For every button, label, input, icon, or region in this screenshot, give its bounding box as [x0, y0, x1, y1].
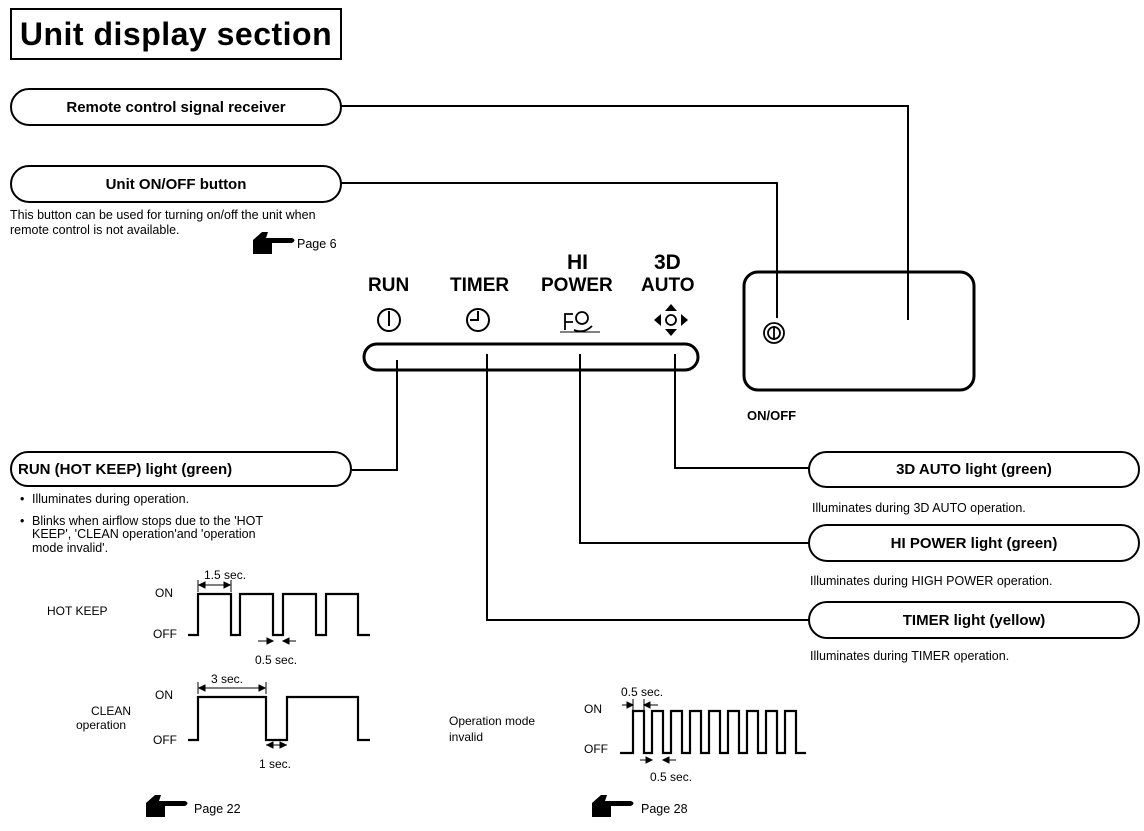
page-title: Unit display section	[19, 15, 333, 52]
opmode-label-line1: Operation mode	[449, 714, 536, 728]
callout-onoff-button: Unit ON/OFF button	[10, 165, 342, 203]
opmode-dimensions	[622, 699, 676, 764]
unit-panel-box	[742, 270, 976, 392]
page-ref-22[interactable]: Page 22	[194, 802, 241, 816]
pointing-hand-icon	[592, 795, 634, 817]
panel-label-run: RUN	[368, 275, 410, 296]
timer-connector	[486, 354, 810, 621]
pointing-hand-icon	[253, 232, 295, 254]
callout-remote-receiver-label: Remote control signal receiver	[66, 98, 286, 116]
hi-power-icon	[560, 311, 600, 333]
callout-hipower-light-label: HI POWER light (green)	[890, 534, 1058, 552]
onoff-button-icon	[763, 322, 785, 344]
opmode-0-5-bottom-label: 0.5 sec.	[650, 770, 693, 784]
onoff-desc-line2: remote control is not available.	[10, 223, 180, 237]
onoff-desc-line1: This button can be used for turning on/o…	[10, 208, 316, 222]
run-bullet-2-line3: mode invalid'.	[32, 541, 109, 555]
clean-3-label: 3 sec.	[211, 672, 244, 686]
opmode-waveform	[620, 709, 806, 755]
panel-label-3d: 3D	[654, 251, 681, 274]
callout-onoff-button-label: Unit ON/OFF button	[105, 175, 247, 193]
panel-label-power: POWER	[541, 275, 613, 296]
hotkeep-1-5-label: 1.5 sec.	[204, 568, 247, 582]
run-connector	[352, 360, 398, 471]
clean-off-label: OFF	[153, 733, 177, 747]
opmode-label-line2: invalid	[449, 730, 484, 744]
title-box: Unit display section	[10, 8, 342, 60]
clean-1-label: 1 sec.	[259, 757, 292, 771]
clean-dimensions	[197, 682, 288, 749]
callout-timer-light-label: TIMER light (yellow)	[902, 611, 1046, 629]
callout-3dauto-light: 3D AUTO light (green)	[808, 451, 1140, 488]
callout-run-light: RUN (HOT KEEP) light (green)	[10, 451, 352, 487]
callout-3dauto-light-label: 3D AUTO light (green)	[896, 461, 1052, 478]
hipower-connector	[579, 354, 810, 544]
onoff-connector	[340, 182, 778, 318]
callout-remote-receiver: Remote control signal receiver	[10, 88, 342, 126]
page-ref-6[interactable]: Page 6	[297, 237, 337, 251]
panel-label-timer: TIMER	[450, 275, 510, 296]
clean-on-label: ON	[155, 688, 173, 702]
power-symbol-icon	[377, 308, 401, 332]
run-bullet-2-line2: KEEP', 'CLEAN operation'and 'operation	[32, 527, 256, 541]
run-bullet-1: Illuminates during operation.	[20, 492, 189, 506]
hotkeep-label: HOT KEEP	[47, 604, 108, 618]
opmode-off-label: OFF	[584, 742, 608, 756]
hotkeep-waveform	[188, 592, 370, 637]
clock-icon	[466, 308, 490, 332]
receiver-connector	[340, 105, 909, 320]
pointing-hand-icon	[146, 795, 188, 817]
onoff-label: ON/OFF	[747, 408, 797, 423]
display-light-bar	[362, 342, 700, 372]
run-bullet-2: Blinks when airflow stops due to the 'HO…	[20, 514, 263, 528]
hotkeep-dimensions	[197, 580, 296, 645]
opmode-on-label: ON	[584, 702, 602, 716]
clean-label-line1: CLEAN	[91, 704, 132, 718]
clean-waveform	[188, 695, 370, 742]
auto3d-connector	[674, 354, 810, 469]
clean-label-line2: operation	[76, 718, 127, 732]
callout-hipower-light: HI POWER light (green)	[808, 524, 1140, 562]
panel-label-auto: AUTO	[641, 275, 695, 296]
page-ref-28[interactable]: Page 28	[641, 802, 688, 816]
hipower-desc: Illuminates during HIGH POWER operation.	[810, 574, 1053, 588]
hotkeep-0-5-label: 0.5 sec.	[255, 653, 298, 667]
hotkeep-on-label: ON	[155, 586, 173, 600]
timer-desc: Illuminates during TIMER operation.	[810, 649, 1010, 663]
callout-run-light-label: RUN (HOT KEEP) light (green)	[18, 460, 233, 478]
3dauto-desc: Illuminates during 3D AUTO operation.	[812, 501, 1026, 515]
panel-label-hi: HI	[567, 251, 588, 274]
hotkeep-off-label: OFF	[153, 627, 177, 641]
callout-timer-light: TIMER light (yellow)	[808, 601, 1140, 639]
3d-auto-arrows-icon	[654, 304, 688, 336]
opmode-0-5-top-label: 0.5 sec.	[621, 685, 664, 699]
